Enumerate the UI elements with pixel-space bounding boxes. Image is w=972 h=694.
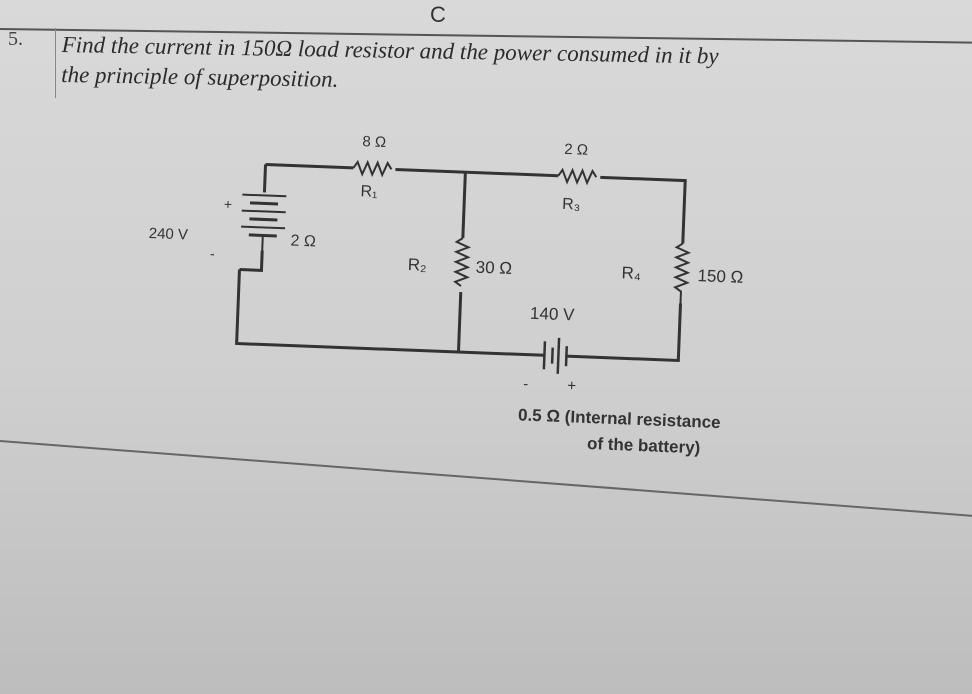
r1-name: R₁ xyxy=(360,183,378,201)
source2-minus: - xyxy=(523,376,529,393)
note-line-2: of the battery) xyxy=(587,434,701,457)
resistor-r1 xyxy=(352,159,393,178)
header-letter: C xyxy=(430,2,446,27)
wire-top-right xyxy=(600,175,687,244)
wire-r2-bottom xyxy=(456,291,463,353)
source2-voltage: 140 V xyxy=(530,304,576,325)
wire-src1 xyxy=(239,250,264,272)
r2-name: R₂ xyxy=(407,255,427,275)
question-number: 5. xyxy=(8,28,23,50)
source2-plus: + xyxy=(567,377,577,394)
source1-plus: + xyxy=(224,196,233,212)
wire-r2-top xyxy=(461,172,467,239)
battery-240v xyxy=(241,193,287,251)
wire-r4-bottom xyxy=(566,303,682,363)
r1-value: 8 Ω xyxy=(362,133,386,151)
wire-top-left xyxy=(262,162,354,193)
battery-140v xyxy=(542,337,569,374)
source1-voltage: 240 V xyxy=(148,225,188,243)
resistor-r4 xyxy=(672,242,692,305)
wire-bottom xyxy=(235,269,545,357)
r4-name: R₄ xyxy=(621,263,641,283)
r2-value: 30 Ω xyxy=(475,258,512,278)
r3-value: 2 Ω xyxy=(564,141,588,159)
wire-top-mid xyxy=(395,167,559,178)
r3-name: R₃ xyxy=(562,196,581,214)
note-line-1: 0.5 Ω (Internal resistance xyxy=(518,405,721,432)
resistor-r2 xyxy=(452,237,472,287)
source1-internal: 2 Ω xyxy=(290,232,316,250)
source1-minus: - xyxy=(210,245,216,261)
r4-value: 150 Ω xyxy=(697,266,743,287)
resistor-r3 xyxy=(557,167,598,186)
margin-line xyxy=(55,28,56,98)
